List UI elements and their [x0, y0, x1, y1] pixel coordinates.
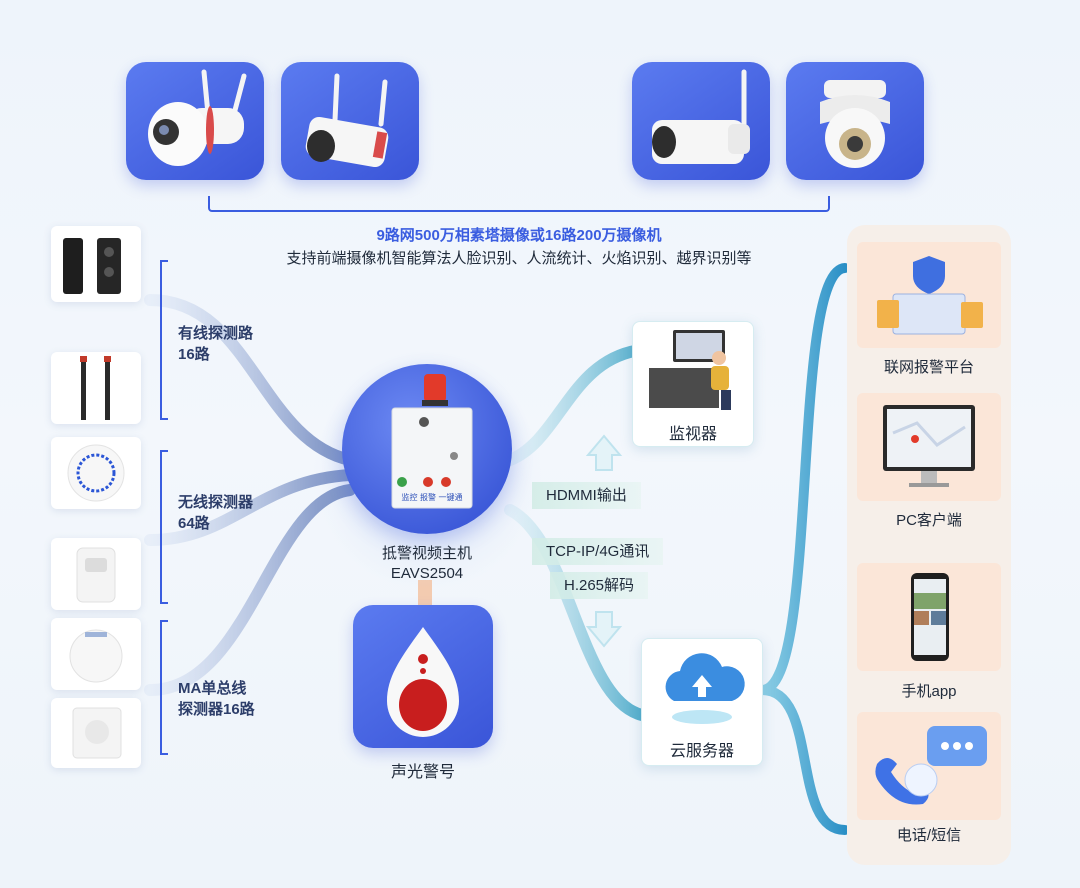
- alarm-host-circle: 监控 报警 一键通: [342, 364, 512, 534]
- wireless-detector-label: 无线探测器 64路: [178, 494, 254, 532]
- camera-feature-line: 支持前端摄像机智能算法人脸识别、人流统计、火焰识别、越界识别等: [286, 250, 752, 267]
- camera-icon: [148, 69, 247, 166]
- beam-detector-icon: [63, 238, 121, 294]
- tcp-tag: TCP-IP/4G通讯: [532, 538, 664, 565]
- smoke-detector-icon: [67, 444, 125, 502]
- flow-out-bottom: [757, 685, 850, 835]
- pir-detector-icon: [76, 547, 116, 603]
- codec-tag: H.265解码: [550, 572, 649, 599]
- ceiling-detector-card: [51, 618, 141, 690]
- monitor-icon: [649, 330, 731, 410]
- wall-detector-card: [51, 698, 141, 768]
- dome-bullet-camera-tile: [126, 62, 264, 180]
- flow-cloud: [504, 504, 648, 721]
- smartphone-icon: [911, 573, 949, 661]
- cloud-server-card: 云服务器: [641, 638, 763, 766]
- bullet-camera-tile: [281, 62, 419, 180]
- host-label: 抵警视频主机 EAVS2504: [342, 544, 512, 584]
- phone-sms-card: [857, 712, 1001, 820]
- monitor-label: 监视器: [668, 426, 717, 443]
- phone-sms-label: 电话/短信: [896, 827, 962, 844]
- pir-detector-card: [51, 538, 141, 610]
- siren-icon: [387, 627, 459, 737]
- beam-detector-card: [51, 226, 141, 302]
- ptz-dome-camera-tile: [786, 62, 924, 180]
- host-name: 抵警视频主机: [381, 545, 472, 562]
- arrow-up-icon: [585, 434, 623, 471]
- bus-bracket: [160, 620, 168, 755]
- pc-monitor-icon: [883, 405, 975, 487]
- pc-label: PC客户端: [896, 512, 962, 529]
- cloud-label: 云服务器: [669, 743, 734, 760]
- bus-detector-label: MA单总线 探测器16路: [178, 680, 255, 718]
- wireless-bracket: [160, 450, 168, 604]
- platform-label: 联网报警平台: [883, 359, 974, 376]
- platform-card: [857, 242, 1001, 348]
- camera-spec-line: 9路网500万相素塔摄像或16路200万摄像机: [376, 227, 662, 244]
- wired-bracket: [160, 260, 168, 420]
- wired-detector-label: 有线探测路 16路: [178, 325, 254, 363]
- monitor-card: 监视器: [632, 321, 754, 447]
- mobile-card: [857, 563, 1001, 671]
- wifi-bullet-camera-tile: [632, 62, 770, 180]
- siren-label: 声光警号: [390, 764, 455, 781]
- host-panel-text: 监控 报警 一键通: [401, 492, 462, 502]
- camera-bracket: [208, 196, 830, 212]
- camera-icon: [652, 69, 750, 164]
- infrared-bar-icon: [80, 356, 111, 420]
- flow-out-top: [757, 263, 850, 695]
- camera-icon: [305, 73, 389, 168]
- ceiling-detector-icon: [69, 629, 123, 683]
- wall-detector-icon: [72, 707, 122, 759]
- smoke-detector-card: [51, 437, 141, 509]
- phone-message-icon: [875, 726, 987, 805]
- network-platform-icon: [877, 256, 983, 335]
- cloud-icon: [665, 653, 745, 724]
- hdmi-tag: HDMMI输出: [532, 482, 641, 509]
- alarm-host-icon: 监控 报警 一键通: [391, 374, 473, 509]
- infrared-bar-card: [51, 352, 141, 424]
- pc-card: [857, 393, 1001, 501]
- host-model: EAVS2504: [390, 565, 464, 582]
- camera-icon: [820, 80, 890, 168]
- siren-tile: [353, 605, 493, 748]
- arrow-down-icon: [585, 611, 623, 648]
- mobile-label: 手机app: [901, 683, 957, 700]
